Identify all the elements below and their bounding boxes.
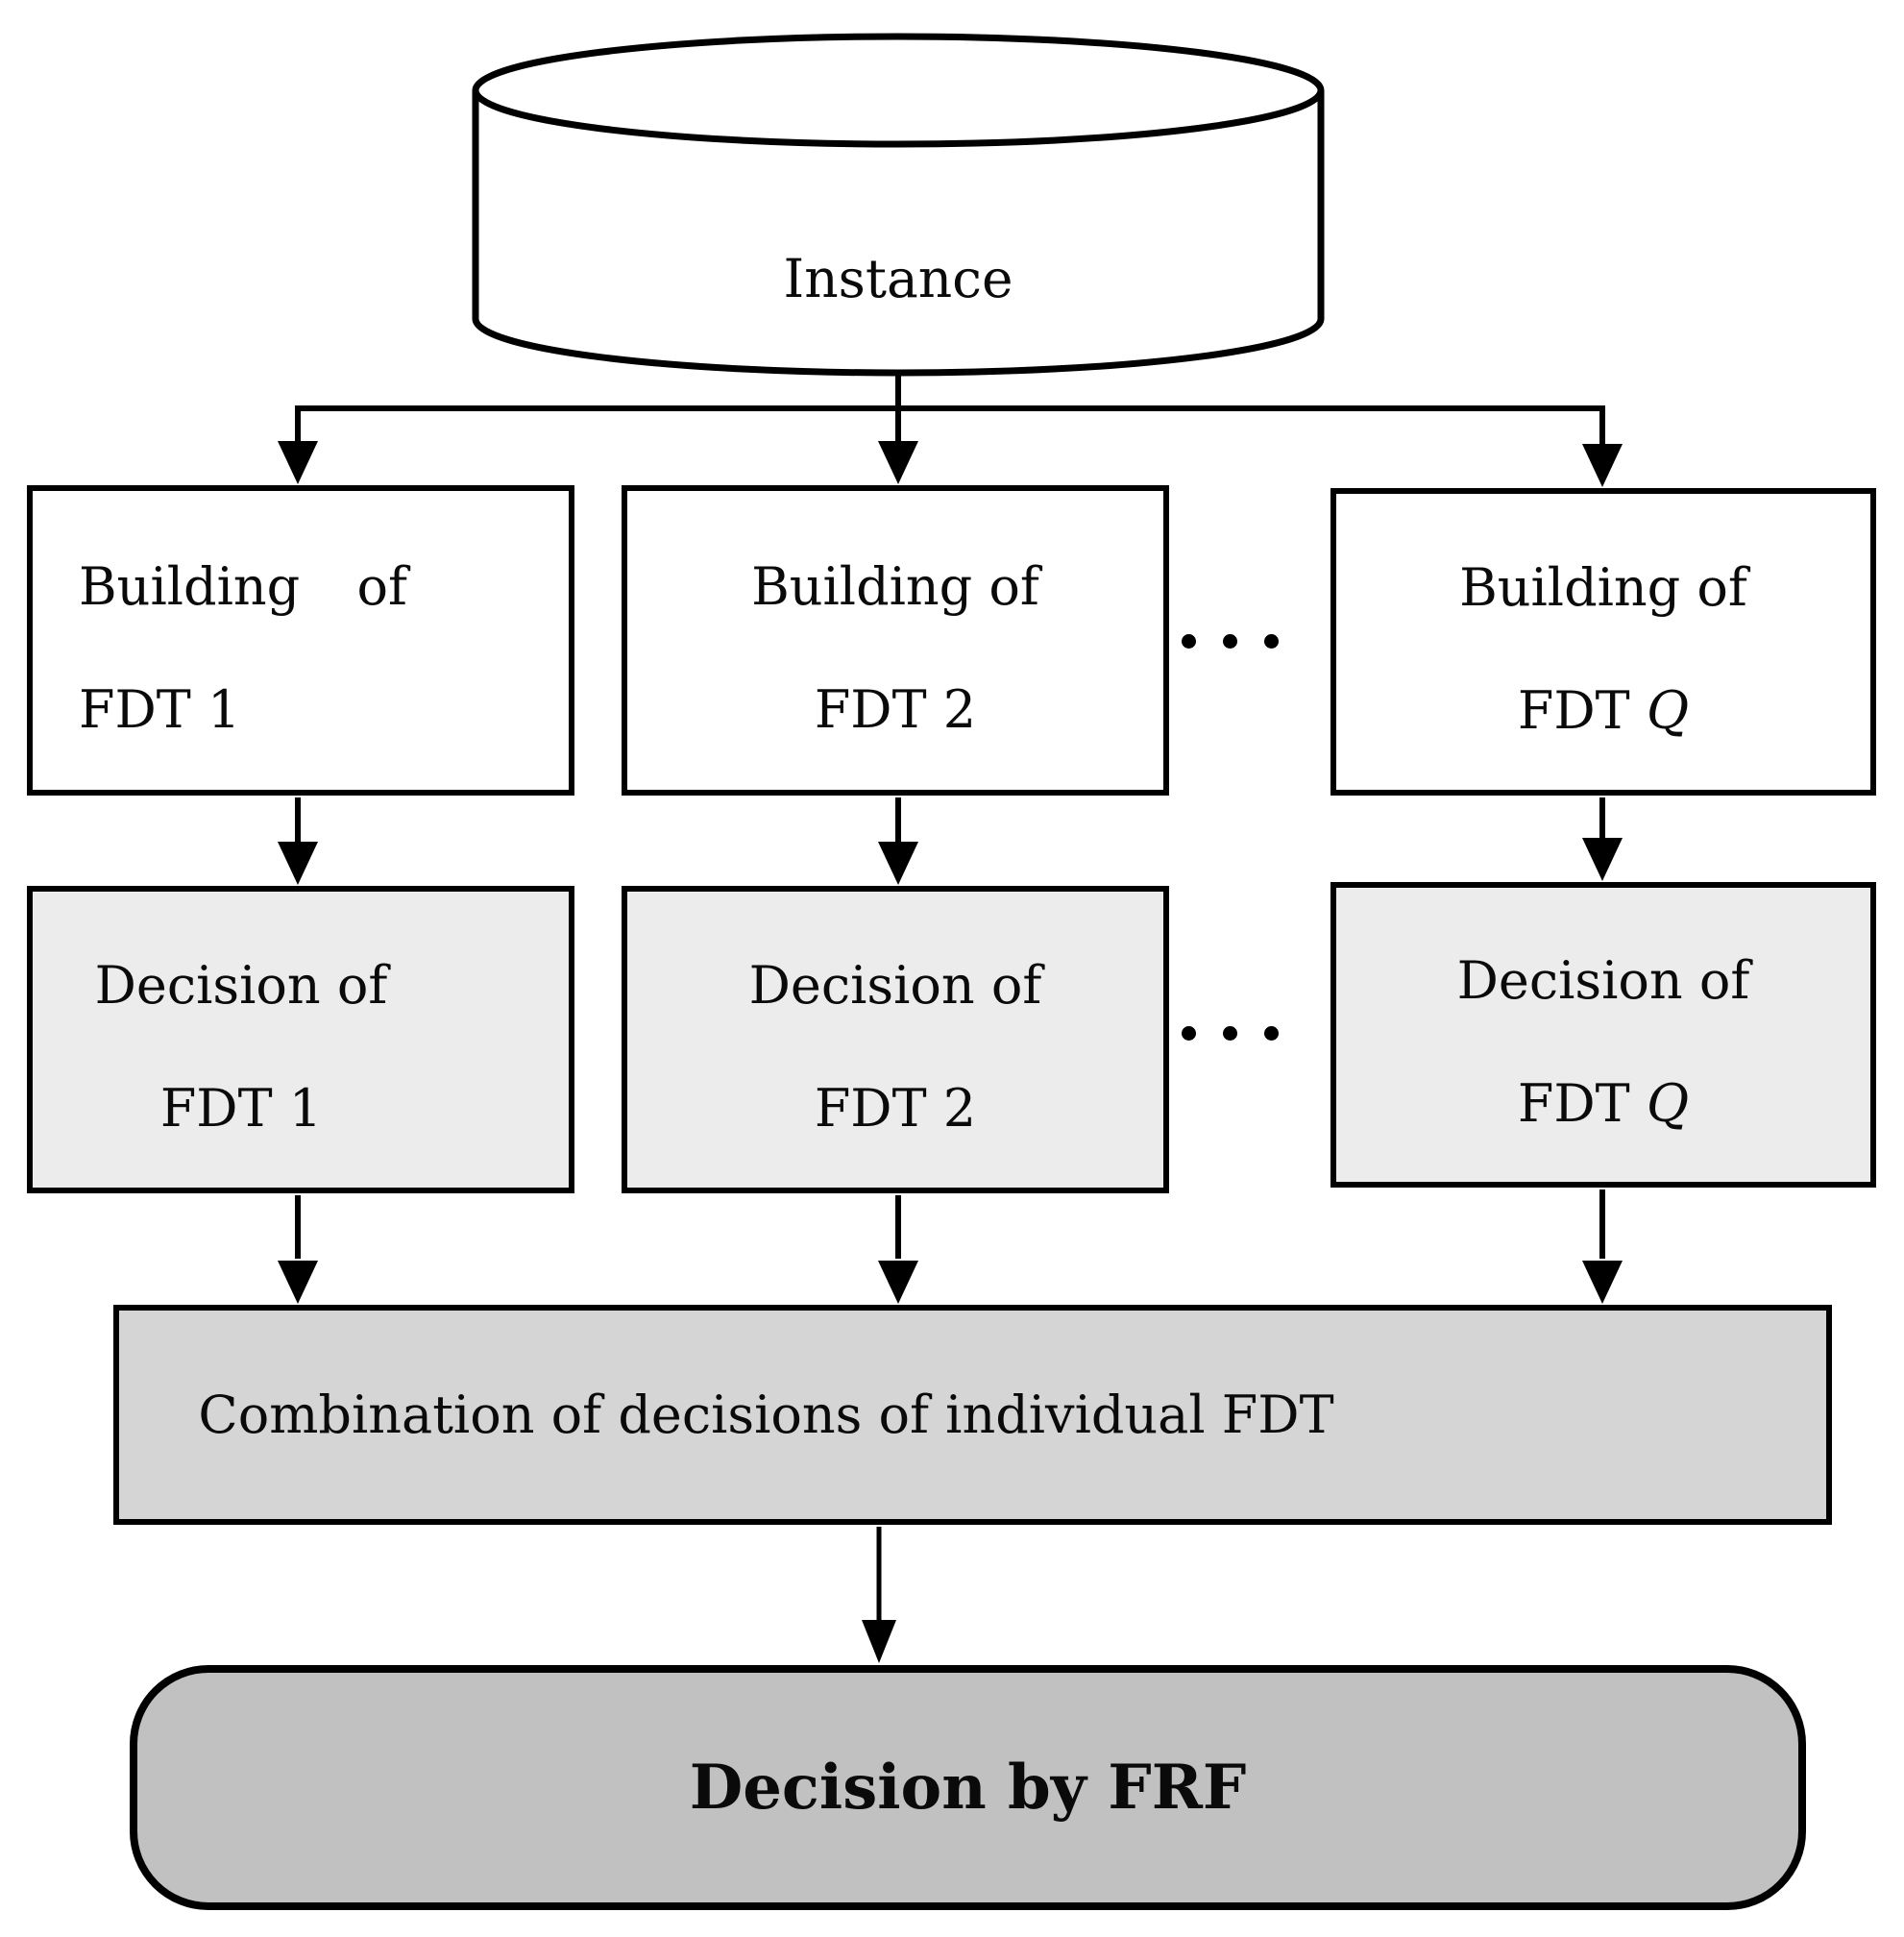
decision-fdtq-line1: Decision of bbox=[1456, 950, 1750, 1011]
combination-box: Combination of decisions of individual F… bbox=[113, 1305, 1832, 1525]
building-fdtq-prefix: FDT bbox=[1517, 680, 1630, 741]
decision-fdt2-line1: Decision of bbox=[748, 955, 1042, 1016]
building-fdtq-box: Building of FDT Q bbox=[1330, 488, 1876, 796]
arrowhead-d1 bbox=[278, 842, 318, 885]
decision-fdt2-box: Decision of FDT 2 bbox=[622, 886, 1169, 1193]
dot-icon bbox=[1223, 634, 1237, 649]
decision-fdtq-box: Decision of FDT Q bbox=[1330, 882, 1876, 1188]
decision-fdtq-var: Q bbox=[1646, 1073, 1690, 1134]
arrowhead-comb-2 bbox=[878, 1261, 918, 1304]
connector-branch-line bbox=[295, 405, 1605, 444]
building-fdtq-line1: Building of bbox=[1459, 557, 1747, 618]
decision-fdt2-line2: FDT 2 bbox=[814, 1078, 977, 1139]
building-fdt2-line1: Building of bbox=[751, 555, 1039, 617]
ellipsis-building-icon bbox=[1182, 634, 1279, 649]
arrowhead-d2 bbox=[878, 842, 918, 885]
building-fdt1-line1: Building of bbox=[79, 555, 408, 617]
arrowhead-b2 bbox=[878, 441, 918, 484]
instance-label: Instance bbox=[783, 248, 1013, 309]
arrowhead-b1 bbox=[278, 441, 318, 484]
ellipsis-decision-icon bbox=[1182, 1026, 1279, 1041]
combination-label: Combination of decisions of individual F… bbox=[198, 1384, 1334, 1445]
decision-fdtq-line2: FDT Q bbox=[1518, 1074, 1689, 1134]
final-decision-box: Decision by FRF bbox=[130, 1665, 1806, 1910]
decision-fdt1-box: Decision of FDT 1 bbox=[27, 886, 574, 1193]
building-fdt2-line2: FDT 2 bbox=[814, 678, 977, 740]
dot-icon bbox=[1182, 634, 1196, 649]
dot-icon bbox=[1264, 634, 1279, 649]
dot-icon bbox=[1182, 1026, 1196, 1041]
decision-fdt1-line2: FDT 1 bbox=[159, 1078, 323, 1139]
arrowhead-comb-q bbox=[1582, 1261, 1623, 1304]
building-fdt1-line2: FDT 1 bbox=[79, 678, 241, 740]
building-fdt1-word1: Building bbox=[79, 555, 301, 617]
arrowhead-dq bbox=[1582, 838, 1623, 881]
cylinder-shape bbox=[472, 33, 1325, 377]
decision-fdtq-prefix: FDT bbox=[1517, 1073, 1630, 1134]
datastore-instance: Instance bbox=[469, 31, 1328, 380]
decision-fdt1-line1: Decision of bbox=[94, 955, 388, 1016]
arrowhead-comb-1 bbox=[278, 1261, 318, 1304]
building-fdt1-box: Building of FDT 1 bbox=[27, 485, 574, 796]
building-fdt2-box: Building of FDT 2 bbox=[622, 485, 1169, 796]
arrowhead-bq bbox=[1582, 444, 1623, 487]
arrowhead-final bbox=[862, 1620, 896, 1663]
dot-icon bbox=[1223, 1026, 1237, 1041]
building-fdt1-word2: of bbox=[356, 555, 408, 617]
building-fdtq-line2: FDT Q bbox=[1518, 681, 1689, 741]
final-decision-label: Decision by FRF bbox=[689, 1751, 1247, 1824]
building-fdtq-var: Q bbox=[1646, 680, 1690, 741]
dot-icon bbox=[1264, 1026, 1279, 1041]
